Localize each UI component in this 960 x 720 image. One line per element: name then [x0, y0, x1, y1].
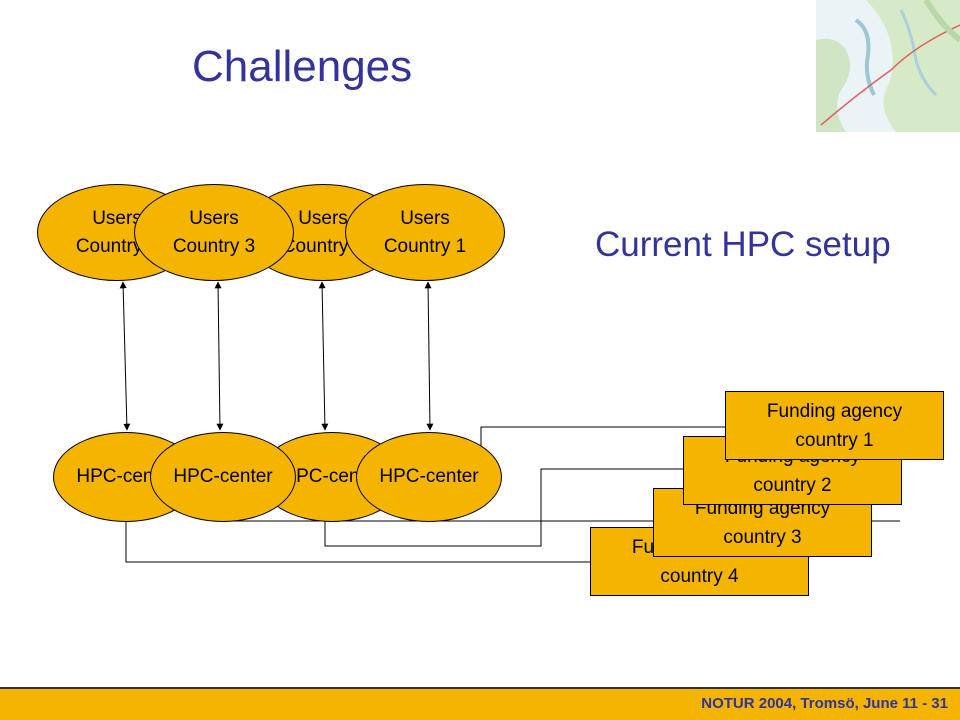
hpc-center-1: HPC-center: [356, 432, 502, 522]
funding-country-label: country 4: [660, 565, 739, 587]
footer-text: NOTUR 2004, Tromsö, June 11 - 31: [701, 695, 948, 712]
users-country-3: Users Country 3: [134, 184, 294, 281]
users-country-1: Users Country 1: [345, 184, 505, 281]
funding-country-label: country 1: [795, 429, 874, 451]
users-country-label: Country 3: [172, 235, 256, 257]
diagram-subtitle: Current HPC setup: [595, 225, 891, 264]
funding-agency-country-1: Funding agency country 1: [725, 391, 944, 460]
users-country-label: Country 1: [383, 235, 467, 257]
funding-link-4: [125, 520, 590, 563]
funding-country-label: country 2: [753, 474, 832, 496]
funding-country-label: country 3: [723, 526, 802, 548]
link-arrow-1: [119, 281, 131, 431]
footer-bar: NOTUR 2004, Tromsö, June 11 - 31: [0, 687, 960, 720]
slide-title: Challenges: [192, 42, 413, 91]
users-country-label: Country 2: [281, 235, 365, 257]
users-label: Users: [92, 207, 142, 229]
users-label: Users: [189, 207, 239, 229]
nordic-map-image: [816, 0, 960, 132]
link-arrow-4: [424, 281, 434, 431]
funding-agency-label: Funding agency: [766, 400, 903, 422]
users-label: Users: [298, 207, 348, 229]
funding-link-3: [324, 468, 683, 547]
link-arrow-3: [318, 281, 329, 431]
hpc-center-3: HPC-center: [150, 432, 296, 522]
users-label: Users: [400, 207, 450, 229]
hpc-center-label: HPC-center: [379, 466, 479, 487]
hpc-center-label: HPC-center: [173, 466, 273, 487]
link-arrow-2: [214, 281, 224, 431]
